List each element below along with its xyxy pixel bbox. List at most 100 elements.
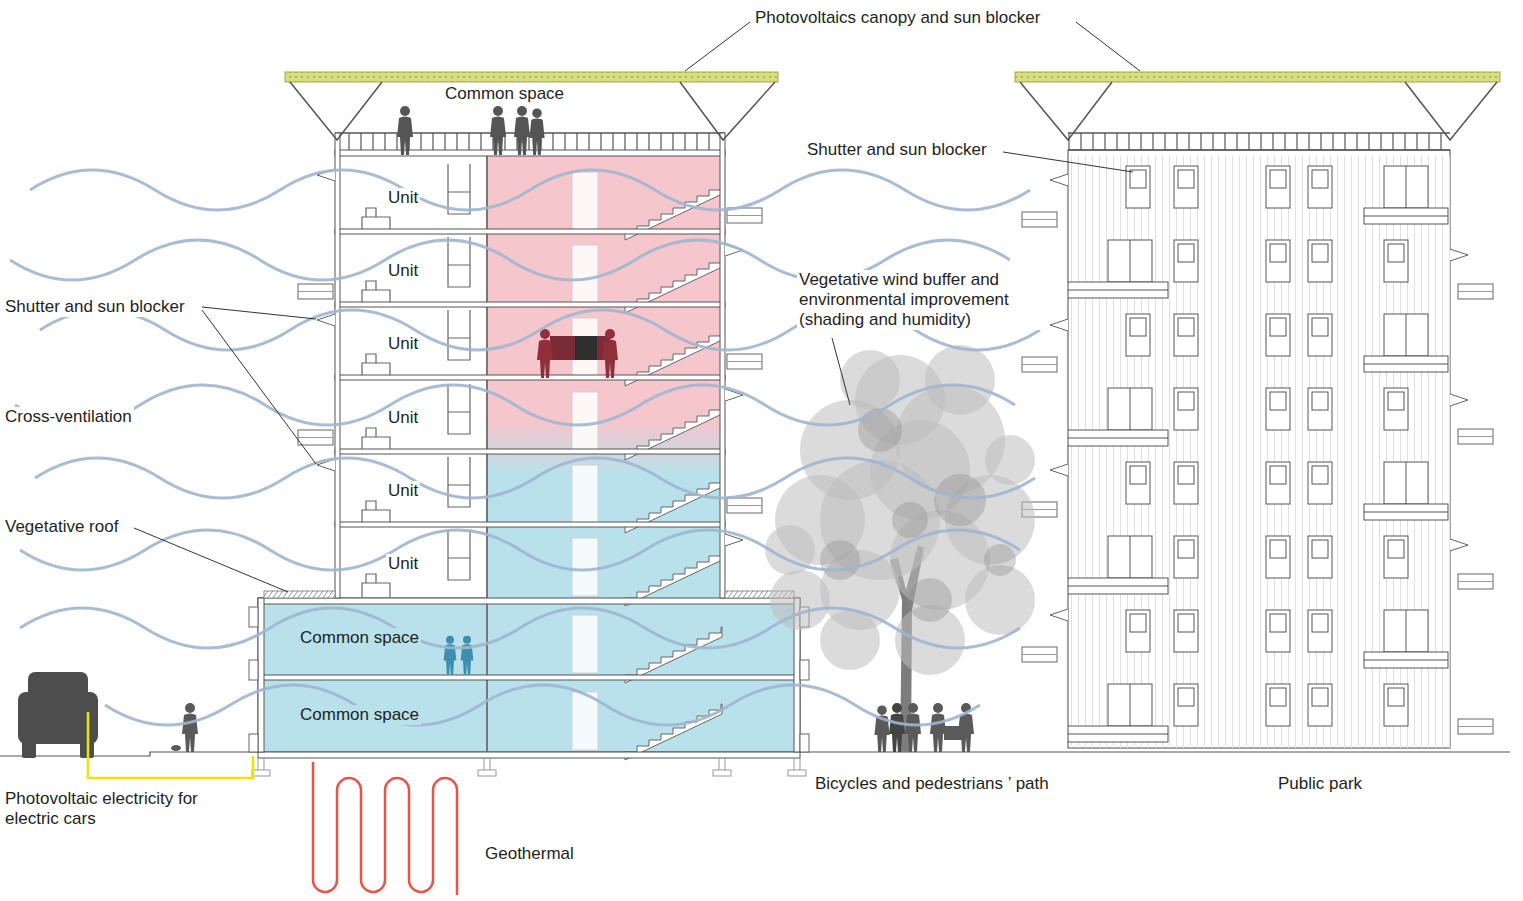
elevation-building (1068, 132, 1450, 134)
airflow-wave (15, 385, 1015, 425)
sun-blocker (1022, 212, 1057, 227)
vegetative-roof (264, 591, 335, 598)
annotation-label: Photovoltaics canopy and sun blocker (753, 8, 1042, 28)
unit-furniture (362, 310, 470, 377)
wall (258, 133, 800, 752)
stair-door (572, 245, 598, 303)
stair-door (572, 392, 598, 450)
foundation (252, 758, 806, 776)
stair-flight (625, 184, 722, 760)
pv-canopy (285, 72, 778, 82)
tree (984, 544, 1016, 576)
annotation-label: Common space (298, 628, 421, 648)
annotation-label: Photovoltaic electricity for electric ca… (3, 789, 247, 829)
foundation (788, 758, 806, 776)
annotation-label: Shutter and sun blocker (3, 297, 187, 317)
people (182, 703, 198, 752)
wall (258, 598, 264, 752)
airflow-wave (105, 685, 980, 725)
sun-blocker (1022, 357, 1057, 372)
stair-door (572, 318, 598, 376)
leader-line (202, 307, 316, 319)
pv-canopy (1015, 72, 1500, 82)
airflow-wave (10, 170, 1040, 725)
people (514, 106, 530, 155)
floor-slab (335, 449, 725, 454)
tree (820, 610, 880, 670)
floor-slab (335, 302, 725, 307)
people (171, 106, 974, 752)
people (930, 703, 946, 752)
tree (892, 502, 928, 538)
people (461, 636, 474, 675)
floor-slab (335, 150, 725, 156)
sun-blocker (1022, 647, 1057, 662)
stair-door (572, 615, 598, 673)
unit-furniture (362, 457, 470, 524)
annotation-label: Unit (386, 408, 420, 428)
tree (934, 474, 986, 526)
unit-furniture (362, 384, 470, 451)
airflow-wave (20, 608, 1020, 648)
people (490, 106, 506, 155)
electric-car (18, 692, 98, 744)
tree (820, 540, 860, 580)
unit-furniture (362, 237, 470, 304)
people (602, 329, 618, 378)
airflow-wave (30, 170, 1030, 210)
elevation-building (1068, 160, 1450, 748)
leader-line (134, 22, 1140, 592)
elevation-building (1068, 149, 1450, 151)
airflow-wave (35, 458, 1035, 498)
sun-blocker (1458, 429, 1493, 444)
wall (720, 133, 725, 598)
section-building (252, 133, 806, 776)
tree (925, 345, 995, 415)
tree (858, 408, 902, 452)
people (905, 703, 921, 752)
foundation (478, 758, 496, 776)
floor-slab (335, 375, 725, 380)
airflow-wave (20, 530, 1020, 570)
annotation-label: Bicycles and pedestrians ’ path (813, 774, 1051, 794)
sun-blocker (249, 734, 258, 752)
stair-door (572, 465, 598, 523)
sun-blocker (1022, 174, 1493, 734)
floor-slab (335, 229, 725, 234)
annotation-label: Vegetative wind buffer and environmental… (797, 270, 1043, 330)
pv-canopy (1020, 82, 1497, 140)
annotation-label: Common space (298, 705, 421, 725)
stair-door (572, 538, 598, 596)
sun-blocker (249, 660, 258, 680)
annotation-label: Geothermal (483, 844, 576, 864)
annotation-label: Unit (386, 554, 420, 574)
sun-blocker (1458, 574, 1493, 589)
people (537, 329, 553, 378)
elevation-building (1068, 156, 1450, 748)
people (397, 106, 413, 155)
electric-car (18, 672, 98, 758)
sun-blocker (298, 430, 333, 445)
foundation (252, 758, 270, 776)
tree (820, 408, 1016, 622)
leader-line (202, 310, 316, 464)
leader-line (1003, 152, 1133, 172)
sun-blocker (298, 284, 333, 299)
annotation-label: Public park (1276, 774, 1364, 794)
people (575, 336, 597, 360)
sun-blocker (800, 660, 809, 680)
annotation-label: Shutter and sun blocker (805, 140, 989, 160)
floor-slab (258, 675, 800, 680)
people (550, 336, 610, 360)
vegetative-roof (264, 591, 794, 598)
annotation-label: Unit (386, 188, 420, 208)
tree (985, 435, 1035, 485)
geothermal-loop (313, 762, 457, 895)
foundation (713, 758, 731, 776)
elevation-building (1068, 133, 1450, 150)
sun-blocker (800, 734, 809, 752)
annotation-label: Unit (386, 261, 420, 281)
leader-line (1076, 22, 1140, 71)
